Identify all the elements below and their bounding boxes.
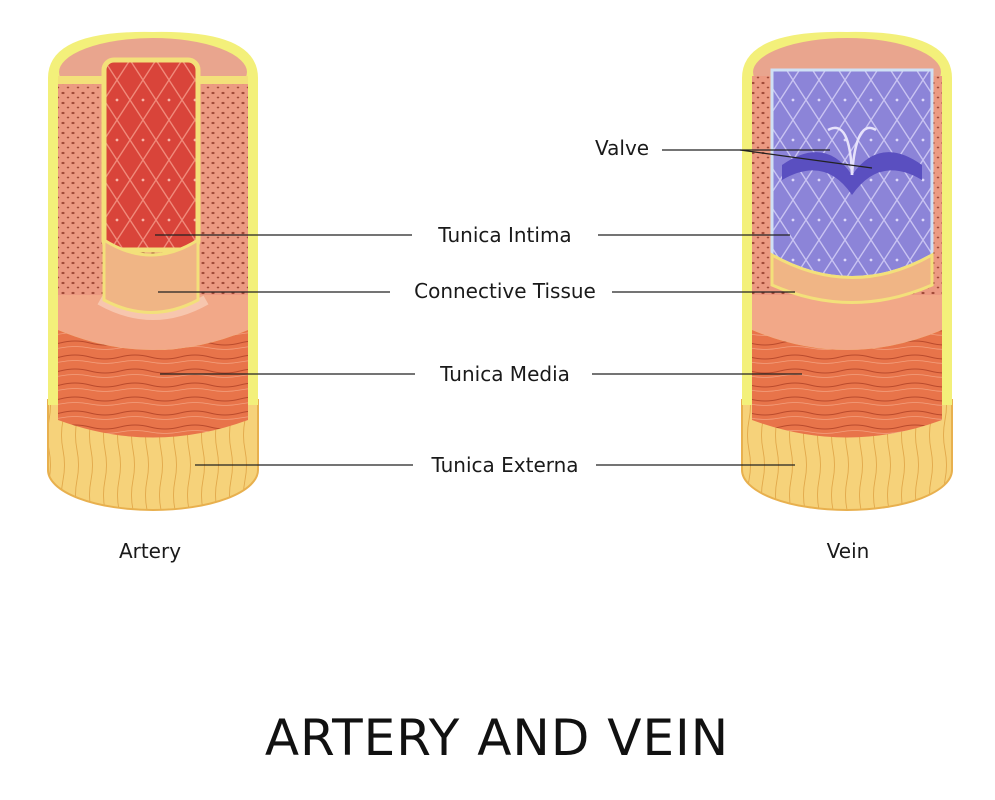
caption-artery: Artery — [119, 539, 181, 563]
artery-media — [58, 330, 248, 438]
artery-lumen — [101, 57, 201, 253]
vein-connective-band — [752, 295, 942, 350]
valve-leader-2 — [739, 149, 873, 169]
caption-vein: Vein — [827, 539, 870, 563]
artery-connective-band — [58, 295, 248, 350]
page-title: ARTERY AND VEIN — [265, 709, 729, 767]
leader-lines — [155, 149, 873, 466]
vein-illustration — [741, 31, 953, 511]
label-tunica-externa: Tunica Externa — [430, 453, 578, 477]
artery-illustration — [47, 31, 259, 511]
vein-media — [752, 330, 942, 438]
vein-valve — [782, 152, 922, 195]
label-tunica-media: Tunica Media — [439, 362, 570, 386]
label-tunica-intima: Tunica Intima — [437, 223, 571, 247]
label-valve: Valve — [595, 136, 649, 160]
label-connective-tissue: Connective Tissue — [414, 279, 596, 303]
